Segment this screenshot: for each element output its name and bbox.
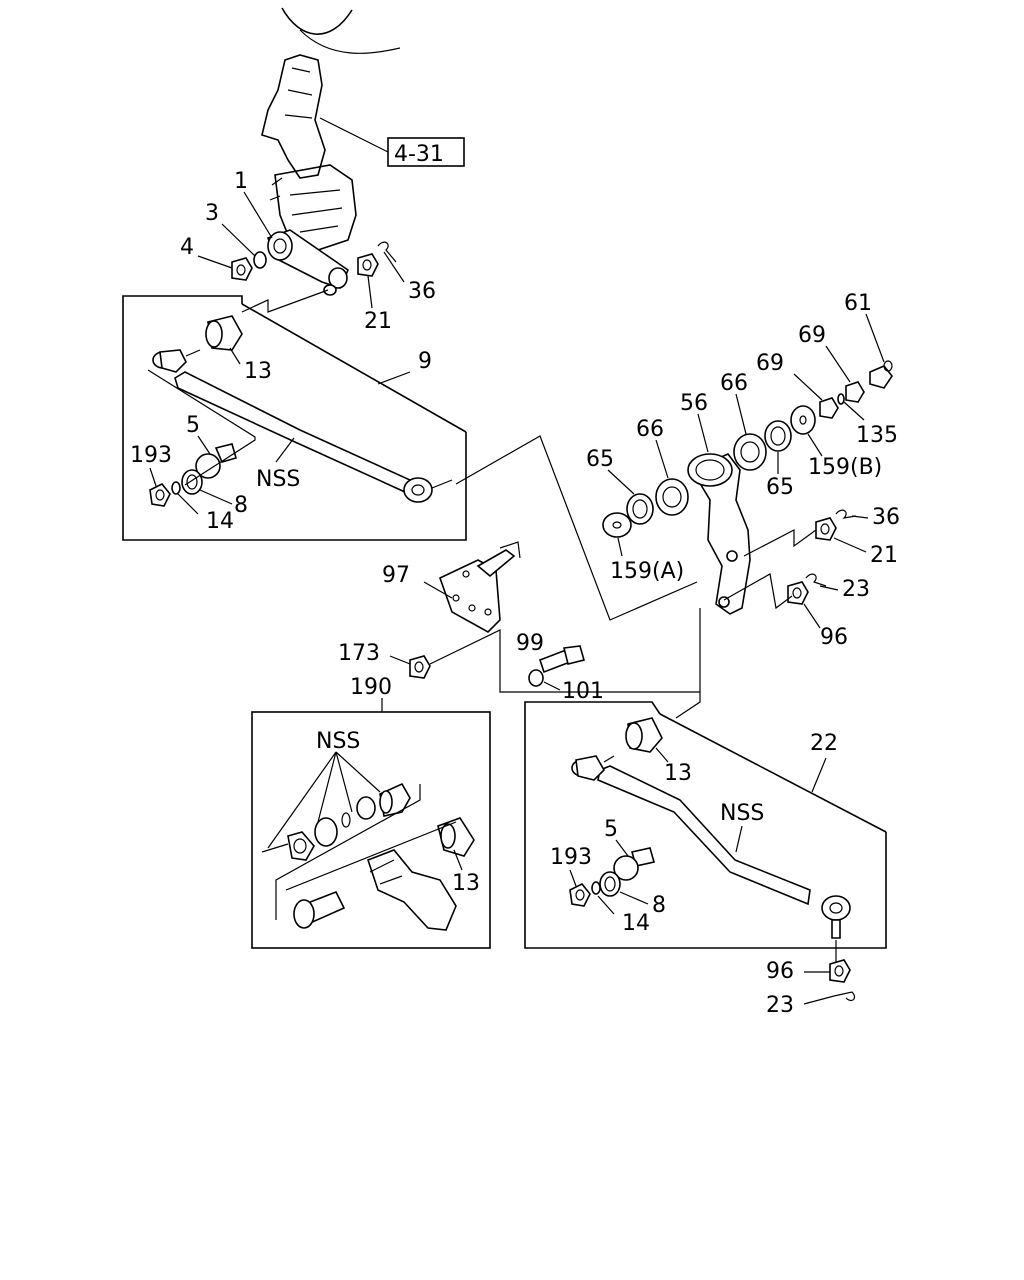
callout-96-bottom: 96	[766, 959, 794, 984]
callout-36-right: 36	[872, 505, 900, 530]
callout-3: 3	[205, 201, 219, 226]
nss-label-right: NSS	[720, 801, 764, 826]
callout-9: 9	[418, 349, 432, 374]
callout-101: 101	[562, 679, 604, 704]
cotter-pin-23-right	[805, 573, 827, 587]
callout-13-left: 13	[244, 359, 272, 384]
callout-4: 4	[180, 235, 194, 260]
nut-96-bottom	[829, 959, 851, 983]
callout-159b: 159(B)	[808, 455, 882, 480]
seal-65-left	[626, 493, 654, 525]
grease-nipple-61	[869, 360, 893, 389]
bolt-99	[538, 645, 585, 674]
reference-4-31[interactable]: 4-31	[319, 117, 465, 167]
nut-21-top	[357, 253, 379, 277]
nss-label-kit: NSS	[316, 729, 360, 754]
rod-22-group	[524, 692, 887, 949]
callout-190: 190	[350, 675, 392, 700]
washer-159a	[602, 512, 632, 538]
cotter-pin-36-right	[835, 509, 857, 519]
nut-21-right	[815, 517, 837, 541]
callout-96-right: 96	[820, 625, 848, 650]
kit-190-box	[251, 698, 491, 949]
callout-1: 1	[234, 169, 248, 194]
callout-99: 99	[516, 631, 544, 656]
callout-36-top: 36	[408, 279, 436, 304]
callout-66-right: 66	[720, 371, 748, 396]
callout-97: 97	[382, 563, 410, 588]
callout-23-right: 23	[842, 577, 870, 602]
callout-5-left: 5	[186, 413, 200, 438]
callout-61: 61	[844, 291, 872, 316]
callout-159a: 159(A)	[610, 559, 684, 584]
callout-14-right: 14	[622, 911, 650, 936]
nss-label-left: NSS	[256, 467, 300, 492]
callout-13-right: 13	[664, 761, 692, 786]
washer-135	[837, 393, 845, 405]
callout-65-left: 65	[586, 447, 614, 472]
callout-8-left: 8	[234, 493, 248, 518]
callout-65-right: 65	[766, 475, 794, 500]
callout-135: 135	[856, 423, 898, 448]
idler-arm-56	[687, 453, 751, 615]
callout-14-left: 14	[206, 509, 234, 534]
cotter-pin-23-bottom	[833, 991, 856, 1002]
callout-69-top: 69	[798, 323, 826, 348]
callout-193-left: 193	[130, 443, 172, 468]
cotter-pin-36-top	[377, 241, 397, 263]
callout-173: 173	[338, 641, 380, 666]
washer-159b	[790, 405, 816, 435]
washer-101	[528, 669, 544, 687]
callout-69-mid: 69	[756, 351, 784, 376]
callout-23-bottom: 23	[766, 993, 794, 1018]
rod-9-group	[122, 289, 467, 541]
nut-4	[231, 257, 253, 281]
bearing-66-left	[655, 478, 689, 516]
callout-8-right: 8	[652, 893, 666, 918]
callout-56: 56	[680, 391, 708, 416]
callout-21-top: 21	[364, 309, 392, 334]
bearing-66-right	[733, 433, 767, 471]
nut-69	[819, 381, 865, 419]
ref-label-4-31: 4-31	[394, 142, 444, 167]
callout-21-right: 21	[870, 543, 898, 568]
callout-193-right: 193	[550, 845, 592, 870]
shift-arm-1	[266, 229, 350, 296]
bracket-97	[439, 541, 521, 633]
callout-5-right: 5	[604, 817, 618, 842]
callout-66-left: 66	[636, 417, 664, 442]
callout-22: 22	[810, 731, 838, 756]
seal-65-right	[764, 420, 792, 452]
nut-96-right	[787, 581, 809, 605]
nut-173	[409, 655, 431, 679]
washer-3	[253, 251, 267, 269]
shift-lever-assembly	[261, 7, 401, 251]
callout-13-kit: 13	[452, 871, 480, 896]
